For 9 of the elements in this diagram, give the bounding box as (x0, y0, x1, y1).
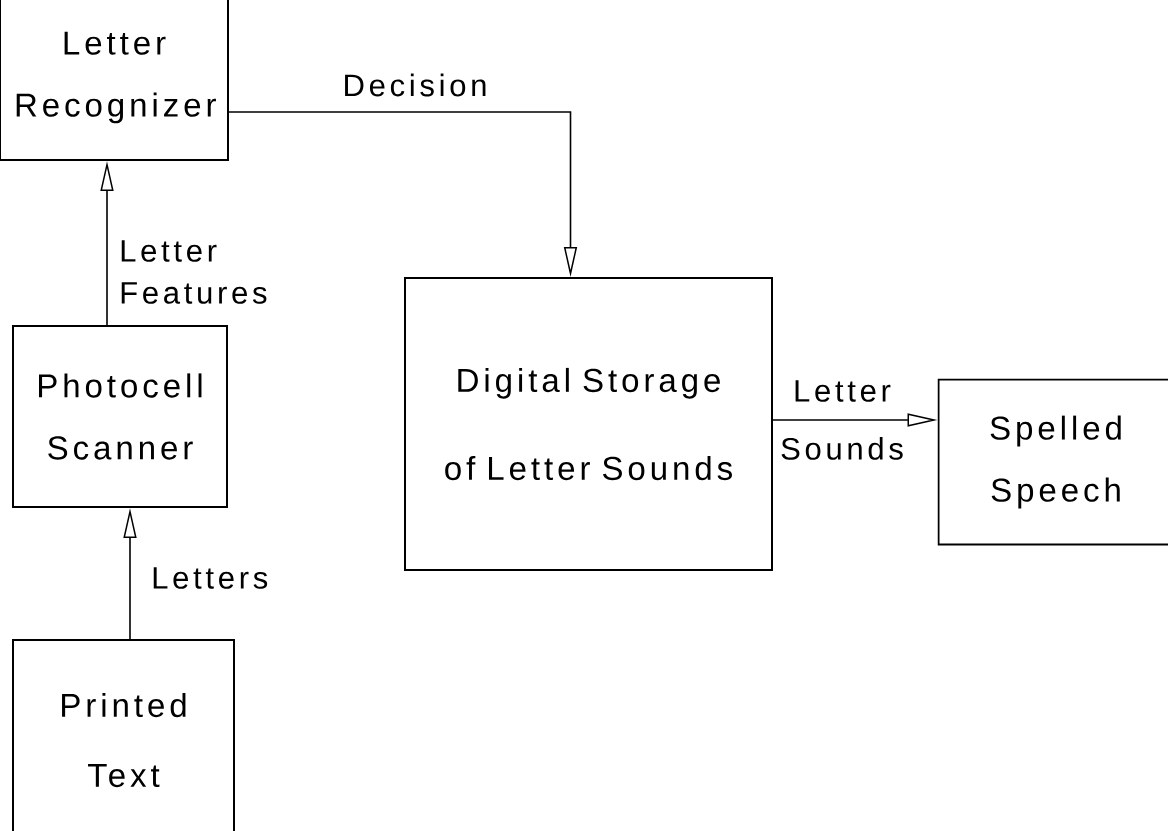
edge-label: Letters (153, 567, 268, 589)
process-box: Printed Text (12, 639, 235, 831)
edge-label: Letter Sounds (781, 380, 903, 460)
edge-label: Decision (345, 73, 486, 97)
process-box: Digital Storage of Letter Sounds (404, 277, 773, 571)
process-box: Letter Recognizer (0, 0, 229, 161)
process-box: Photocell Scanner (12, 325, 228, 508)
edge-label: Letter Features (121, 240, 267, 304)
process-box: Spelled Speech (937, 378, 1168, 546)
